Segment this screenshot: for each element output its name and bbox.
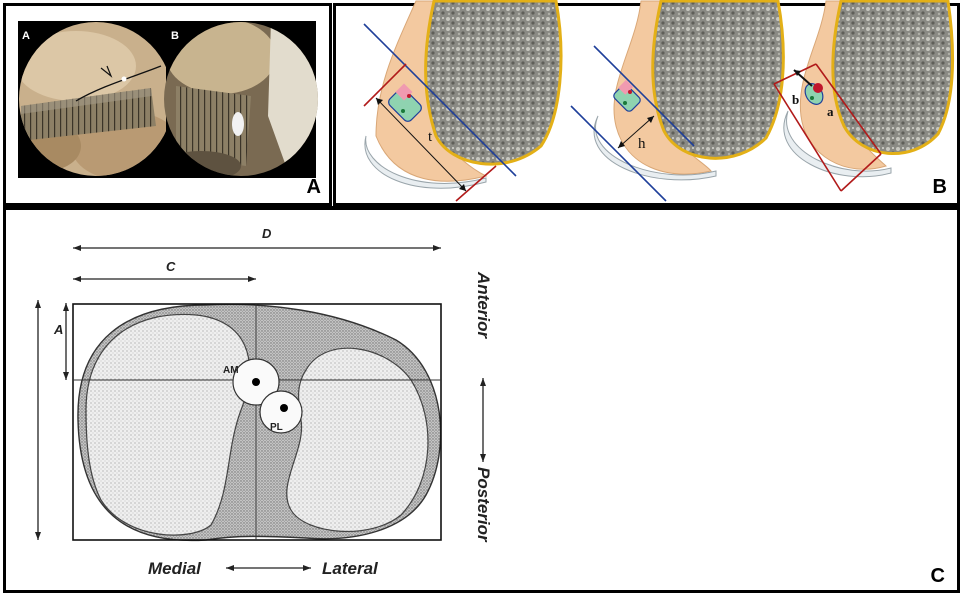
dimension-a: A	[53, 303, 69, 380]
dimension-a-label: A	[53, 322, 63, 337]
measure-b-label: b	[792, 92, 799, 107]
ap-arrow	[480, 378, 486, 462]
measure-h-label: h	[638, 136, 646, 152]
photo-b: B	[161, 18, 326, 181]
ml-arrow	[226, 565, 311, 571]
lateral-plateau	[287, 348, 428, 531]
dimension-c-label: C	[166, 259, 176, 274]
arthroscopy-photos: A B	[6, 6, 335, 209]
medial-label: Medial	[148, 559, 202, 578]
diagram-tunnel-height: h	[571, 1, 783, 201]
measure-a-label: a	[827, 104, 834, 119]
anterior-label: Anterior	[474, 271, 493, 340]
dimension-d-label: D	[262, 226, 272, 241]
dimension-total-height	[35, 300, 41, 540]
photo-b-label: B	[171, 30, 179, 42]
dimension-d: D	[73, 226, 441, 251]
panel-b-corner-label: B	[933, 176, 947, 199]
dimension-c: C	[73, 259, 256, 282]
tibial-plateau	[78, 304, 441, 540]
pl-bundle-label: PL	[270, 422, 283, 433]
tibial-plateau-diagram: D C A	[6, 210, 963, 597]
am-bundle-label: AM	[223, 365, 239, 376]
tunnel-diagrams: t h	[336, 6, 963, 209]
panel-a: A B A	[3, 3, 332, 206]
posterior-label: Posterior	[474, 467, 493, 543]
panel-a-corner-label: A	[307, 176, 321, 199]
pl-bundle: PL	[260, 391, 302, 433]
panel-c-corner-label: C	[931, 565, 945, 588]
panel-c: D C A	[3, 206, 960, 593]
diagram-tunnel-position: b a	[774, 1, 953, 191]
lateral-label: Lateral	[322, 559, 379, 578]
photo-a: A	[11, 20, 181, 181]
panel-b: t h	[333, 3, 960, 206]
photo-a-label: A	[22, 30, 30, 42]
diagram-tunnel-length: t	[364, 1, 561, 201]
